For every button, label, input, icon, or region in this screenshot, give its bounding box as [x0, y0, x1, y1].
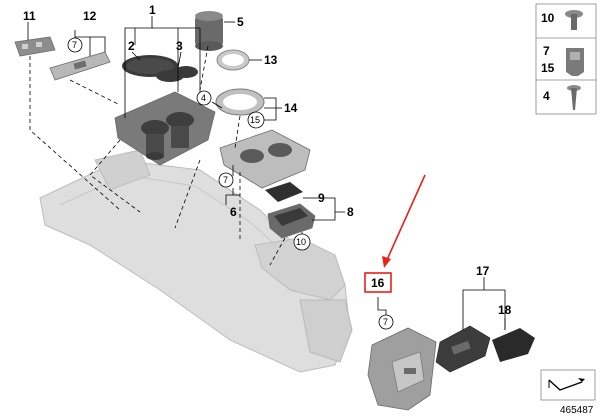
legend-10: 10	[541, 11, 555, 25]
part-12-trim	[49, 51, 111, 81]
part-5-cup-sleeve	[195, 11, 223, 51]
part-11-bracket	[14, 36, 56, 57]
callout-7-a: 7	[72, 40, 77, 50]
callout-7-c: 7	[383, 317, 388, 327]
part-2-3-mats	[122, 55, 198, 82]
fastener-legend: 10 7 15 4	[535, 3, 597, 115]
part-8-tray	[267, 203, 316, 239]
part-1-cupholder-tray	[114, 91, 216, 166]
orientation-box: 465487	[540, 369, 596, 416]
part-9-tray	[265, 182, 303, 202]
callout-16: 16	[371, 276, 385, 290]
callout-12: 12	[83, 9, 97, 23]
clip-nut-icon	[566, 48, 584, 76]
callout-9: 9	[318, 191, 325, 205]
assembly-lines	[29, 45, 286, 266]
callout-17: 17	[476, 264, 490, 278]
part-14-ring	[215, 88, 265, 116]
callout-3: 3	[176, 39, 183, 53]
callout-2: 2	[128, 39, 135, 53]
callout-16-highlight: 16	[364, 272, 392, 293]
center-console	[39, 149, 353, 373]
callout-6: 6	[230, 205, 237, 219]
callout-8: 8	[347, 205, 354, 219]
orientation-arrow-icon	[548, 378, 585, 391]
highlight-arrow	[382, 174, 426, 268]
callout-4: 4	[201, 93, 206, 103]
callout-14: 14	[284, 101, 298, 115]
callout-10: 10	[296, 237, 306, 247]
callout-15: 15	[250, 115, 260, 125]
part-16-rear-cover	[367, 327, 437, 411]
circled-callouts: 7 4 15 7 10 7	[67, 37, 394, 330]
legend-15: 15	[541, 61, 555, 75]
part-18-insert	[492, 328, 535, 362]
callouts: 11 12 1 2 3 5 13 14 6 9 8 17 18	[23, 3, 512, 317]
callout-13: 13	[264, 53, 278, 67]
callout-18: 18	[498, 303, 512, 317]
part-6-trim-cover	[219, 129, 311, 189]
reference-number: 465487	[560, 405, 594, 416]
callout-11: 11	[23, 9, 36, 23]
legend-7: 7	[543, 44, 550, 58]
callout-7-b: 7	[223, 175, 228, 185]
self-tapping-screw-icon	[567, 85, 581, 110]
callout-1: 1	[149, 3, 156, 17]
part-17-insert	[435, 325, 491, 373]
callout-5: 5	[237, 15, 244, 29]
part-13-ring	[216, 49, 250, 71]
legend-4: 4	[543, 89, 550, 103]
screw-icon	[565, 10, 583, 30]
